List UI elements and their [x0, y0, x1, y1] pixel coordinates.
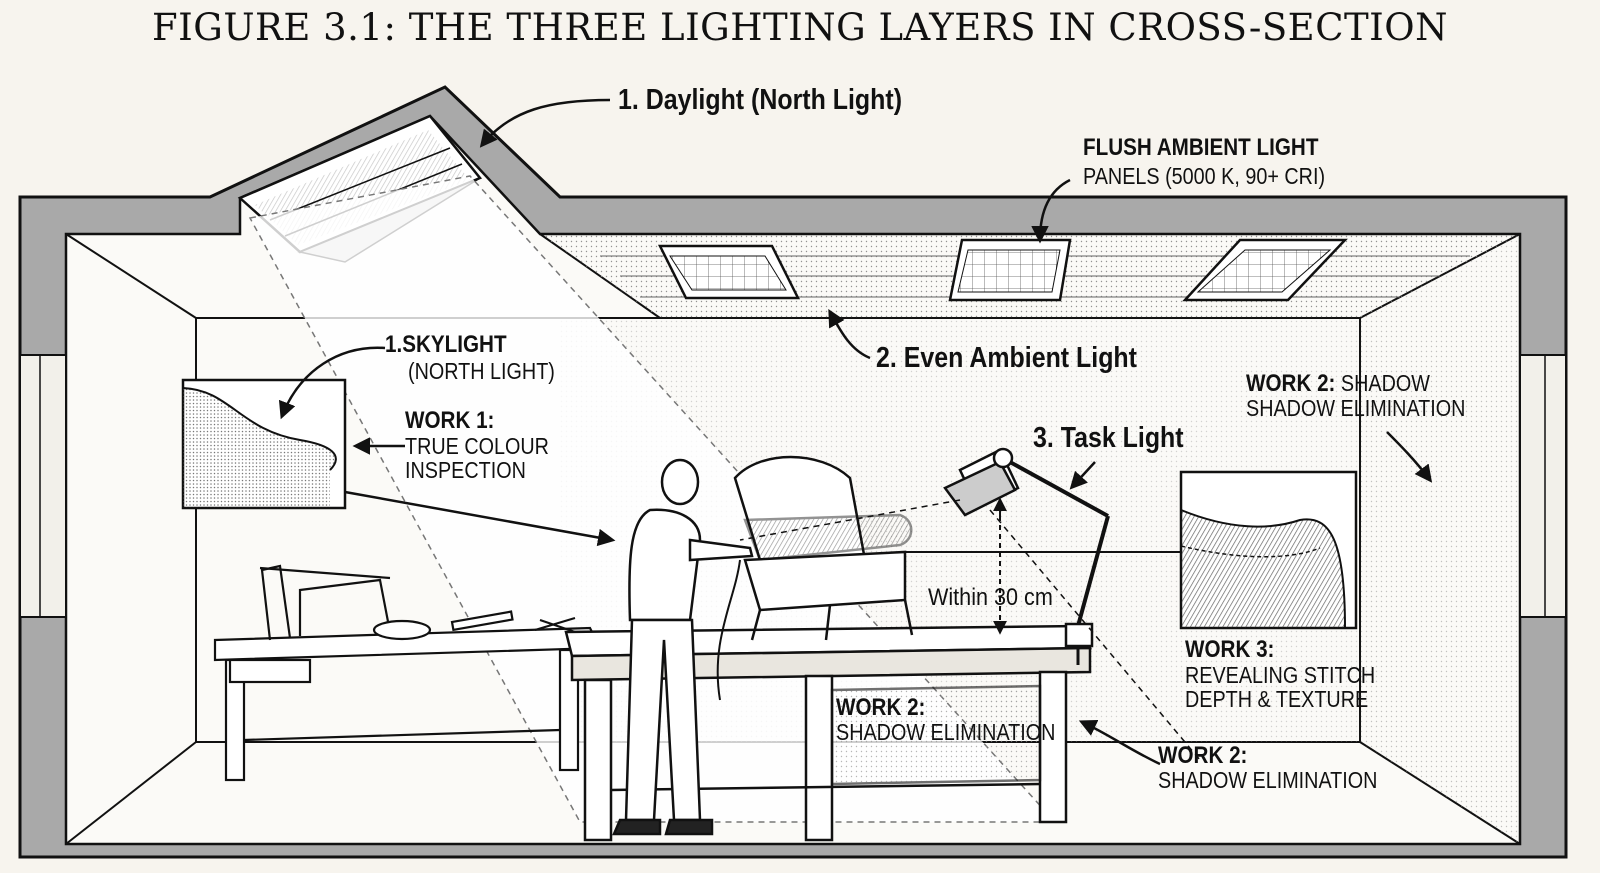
label-within-30cm: Within 30 cm	[928, 584, 1053, 611]
label-skylight-detail: (NORTH LIGHT)	[408, 358, 555, 384]
label-skylight-heading: 1.SKYLIGHT	[385, 331, 507, 358]
label-work2-mid-line1: SHADOW ELIMINATION	[836, 719, 1056, 745]
label-work3-line2: DEPTH & TEXTURE	[1185, 686, 1369, 712]
figure-title: FIGURE 3.1: THE THREE LIGHTING LAYERS IN…	[151, 6, 1449, 49]
task-lamp	[739, 447, 1201, 761]
main-workbench	[564, 624, 1092, 842]
inset-stitch-detail	[1179, 470, 1358, 630]
label-work2-right: WORK 2: SHADOW	[1246, 372, 1430, 396]
label-work2-right-line1: SHADOW	[1340, 370, 1430, 396]
callout-arrows	[278, 98, 1433, 766]
label-work1-line2: INSPECTION	[405, 457, 526, 483]
ceiling-panels	[657, 238, 1348, 302]
label-flush-heading: FLUSH AMBIENT LIGHT	[1083, 134, 1319, 161]
label-task-light: 3. Task Light	[1033, 422, 1184, 454]
label-work1-heading: WORK 1:	[405, 407, 495, 434]
label-work2-right-line2: SHADOW ELIMINATION	[1246, 395, 1466, 421]
label-work1-line1: TRUE COLOUR	[405, 433, 549, 459]
label-flush-detail: PANELS (5000 K, 90+ CRI)	[1083, 163, 1326, 189]
label-work2-mid-heading: WORK 2:	[836, 694, 926, 721]
label-work2-low-line1: SHADOW ELIMINATION	[1158, 767, 1378, 793]
label-daylight: 1. Daylight (North Light)	[618, 84, 903, 116]
label-work2-right-heading: WORK 2:	[1246, 370, 1336, 397]
armchair	[733, 455, 914, 641]
label-even-ambient: 2. Even Ambient Light	[876, 342, 1137, 374]
upholsterer-figure	[612, 458, 754, 836]
label-work2-low-heading: WORK 2:	[1158, 742, 1248, 769]
inset-colour-detail	[181, 378, 347, 510]
label-work3-line1: REVEALING STITCH	[1185, 662, 1376, 688]
label-work3-heading: WORK 3:	[1185, 636, 1275, 663]
